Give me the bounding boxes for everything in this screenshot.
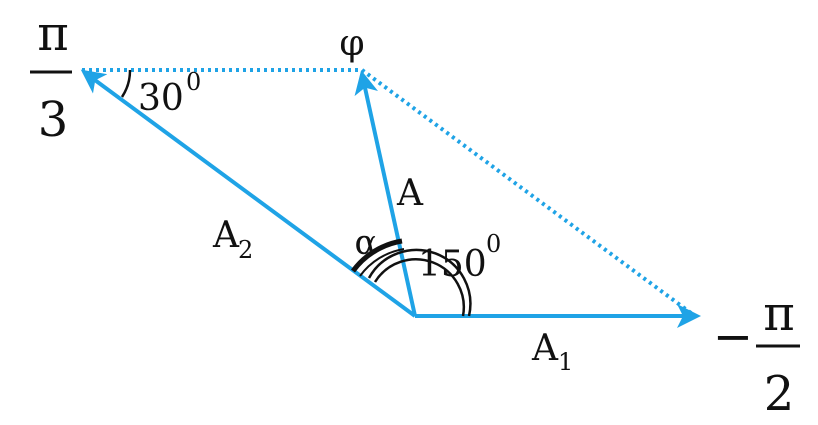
angle-150-degree: 0 — [486, 230, 501, 258]
vector-a1-subscript: 1 — [558, 348, 573, 376]
angle-30-degree: 0 — [186, 68, 201, 96]
angle-150-label: 150 0 — [418, 230, 501, 285]
angle-30-value: 30 — [138, 78, 184, 119]
angle-alpha-arc-inner — [359, 248, 405, 277]
vector-a1-label: A 1 — [531, 328, 573, 376]
minus-pi-over-2-denominator: 2 — [764, 366, 795, 422]
minus-pi-over-2-label: − π 2 — [713, 286, 800, 422]
vector-a2-main: A — [212, 215, 240, 256]
alpha-label: α — [355, 223, 378, 263]
vector-a-arrow — [354, 70, 417, 317]
pi-over-3-numerator: π — [37, 6, 69, 62]
vector-a1-main: A — [531, 328, 559, 369]
minus-sign: − — [713, 309, 753, 365]
minus-pi-over-2-numerator: π — [763, 286, 795, 342]
pi-over-3-label: π 3 — [30, 6, 72, 148]
angle-alpha-arc-outer — [350, 238, 403, 273]
angle-150-value: 150 — [418, 244, 487, 285]
dotted-diagonal-line — [360, 68, 697, 318]
vector-a2-label: A 2 — [212, 215, 253, 264]
vector-a2-arrow — [80, 69, 417, 318]
angle-30-label: 30 0 — [138, 68, 201, 119]
angle-30-arc — [120, 69, 132, 98]
vector-a2-subscript: 2 — [238, 236, 253, 264]
angle-150-arc-outer — [367, 248, 472, 317]
vector-a-label: A — [396, 173, 424, 214]
phi-label: φ — [339, 23, 364, 64]
pi-over-3-denominator: 3 — [38, 92, 69, 148]
angle-150-arc-inner — [373, 258, 465, 317]
